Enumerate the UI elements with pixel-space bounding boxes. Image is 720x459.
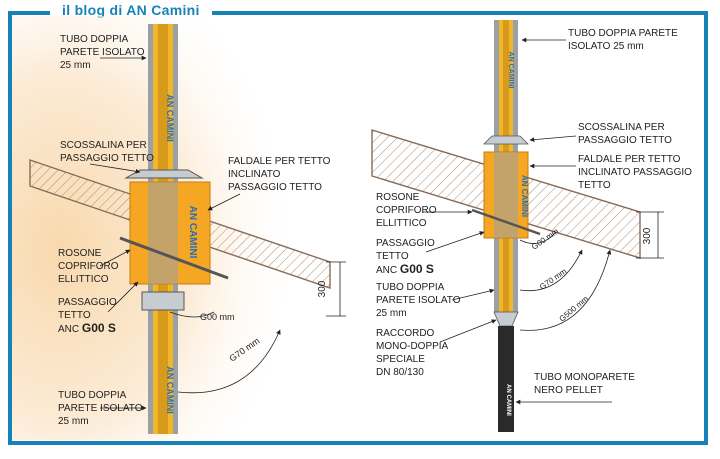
left-diagram: AN CAMINI AN CAMINI AN CAMINI 300 G00 mm… xyxy=(29,24,346,434)
right-angle-g500-label: G500 mm xyxy=(558,294,591,324)
right-passage-brand: AN CAMINI xyxy=(520,175,529,217)
right-pipe-brand-top: AN CAMINI xyxy=(507,52,514,89)
right-label-passage: PASSAGGIO TETTO ANC G00 S xyxy=(376,238,438,276)
right-angle-g00-label: G00 mm xyxy=(530,226,561,251)
left-flashing-cap xyxy=(124,169,204,179)
left-passage-pipe xyxy=(148,182,178,284)
left-label-pitched-flange: FALDALE PER TETTO INCLINATO PASSAGGIO TE… xyxy=(228,156,333,193)
left-angle-g70-arc xyxy=(177,329,281,394)
right-arrow-adapter xyxy=(439,319,497,343)
left-pipe-brand-bottom: AN CAMINI xyxy=(165,366,175,414)
right-arrow-flashing xyxy=(529,135,577,143)
right-label-pitched-flange: FALDALE PER TETTO INCLINATO PASSAGGIO TE… xyxy=(578,154,695,191)
right-arrow-tube-mid xyxy=(451,288,495,301)
right-arrow-passage xyxy=(425,231,485,253)
left-label-rosette: ROSONE COPRIFORO ELLITTICO xyxy=(58,248,121,285)
right-flashing-cap xyxy=(483,135,529,145)
left-dim-300-label: 300 xyxy=(317,280,328,297)
left-label-tube-top: TUBO DOPPIA PARETE ISOLATO 25 mm xyxy=(60,34,147,71)
right-label-rosette: ROSONE COPRIFORO ELLITTICO xyxy=(376,192,439,229)
left-bottom-flange xyxy=(141,291,185,311)
left-arrow-pitched-flange xyxy=(207,193,241,211)
right-angle-g70-label: G70 mm xyxy=(538,266,569,291)
blog-title: il blog di AN Camini xyxy=(50,2,212,18)
right-rosette-plate xyxy=(471,208,541,236)
right-dim-300-label: 300 xyxy=(642,227,653,244)
right-angle-g70-arc xyxy=(519,249,583,292)
right-label-tube-mid: TUBO DOPPIA PARETE ISOLATO 25 mm xyxy=(376,282,463,319)
right-label-flashing: SCOSSALINA PER PASSAGGIO TETTO xyxy=(578,122,672,146)
right-adapter xyxy=(493,311,519,327)
left-passage-brand: AN CAMINI xyxy=(187,206,198,259)
right-angle-g500-arc xyxy=(519,249,612,331)
left-pipe-brand-top: AN CAMINI xyxy=(165,94,175,142)
right-label-tube-top: TUBO DOPPIA PARETE ISOLATO 25 mm xyxy=(568,28,681,52)
right-label-single-wall: TUBO MONOPARETE NERO PELLET xyxy=(534,372,638,396)
left-arrow-passage xyxy=(107,281,139,313)
left-arrow-flashing xyxy=(89,163,141,174)
left-label-passage: PASSAGGIO TETTO ANC G00 S xyxy=(58,297,120,335)
left-rosette-plate xyxy=(119,236,229,280)
right-label-adapter: RACCORDO MONO-DOPPIA SPECIALE DN 80/130 xyxy=(376,328,450,378)
left-label-tube-bottom: TUBO DOPPIA PARETE ISOLATO 25 mm xyxy=(58,390,145,427)
left-label-flashing: SCOSSALINA PER PASSAGGIO TETTO xyxy=(60,140,154,164)
left-arrow-rosette xyxy=(99,249,131,267)
right-diagram: AN CAMINI AN CAMINI AN CAMINI 300 G00 mm… xyxy=(371,20,695,432)
right-angle-g00-arc xyxy=(519,231,557,244)
left-angle-g00-label: G00 mm xyxy=(200,312,235,322)
left-angle-g00-arc xyxy=(169,311,215,318)
right-single-wall-pipe xyxy=(498,326,514,432)
right-pipe-brand-bottom: AN CAMINI xyxy=(505,384,511,416)
